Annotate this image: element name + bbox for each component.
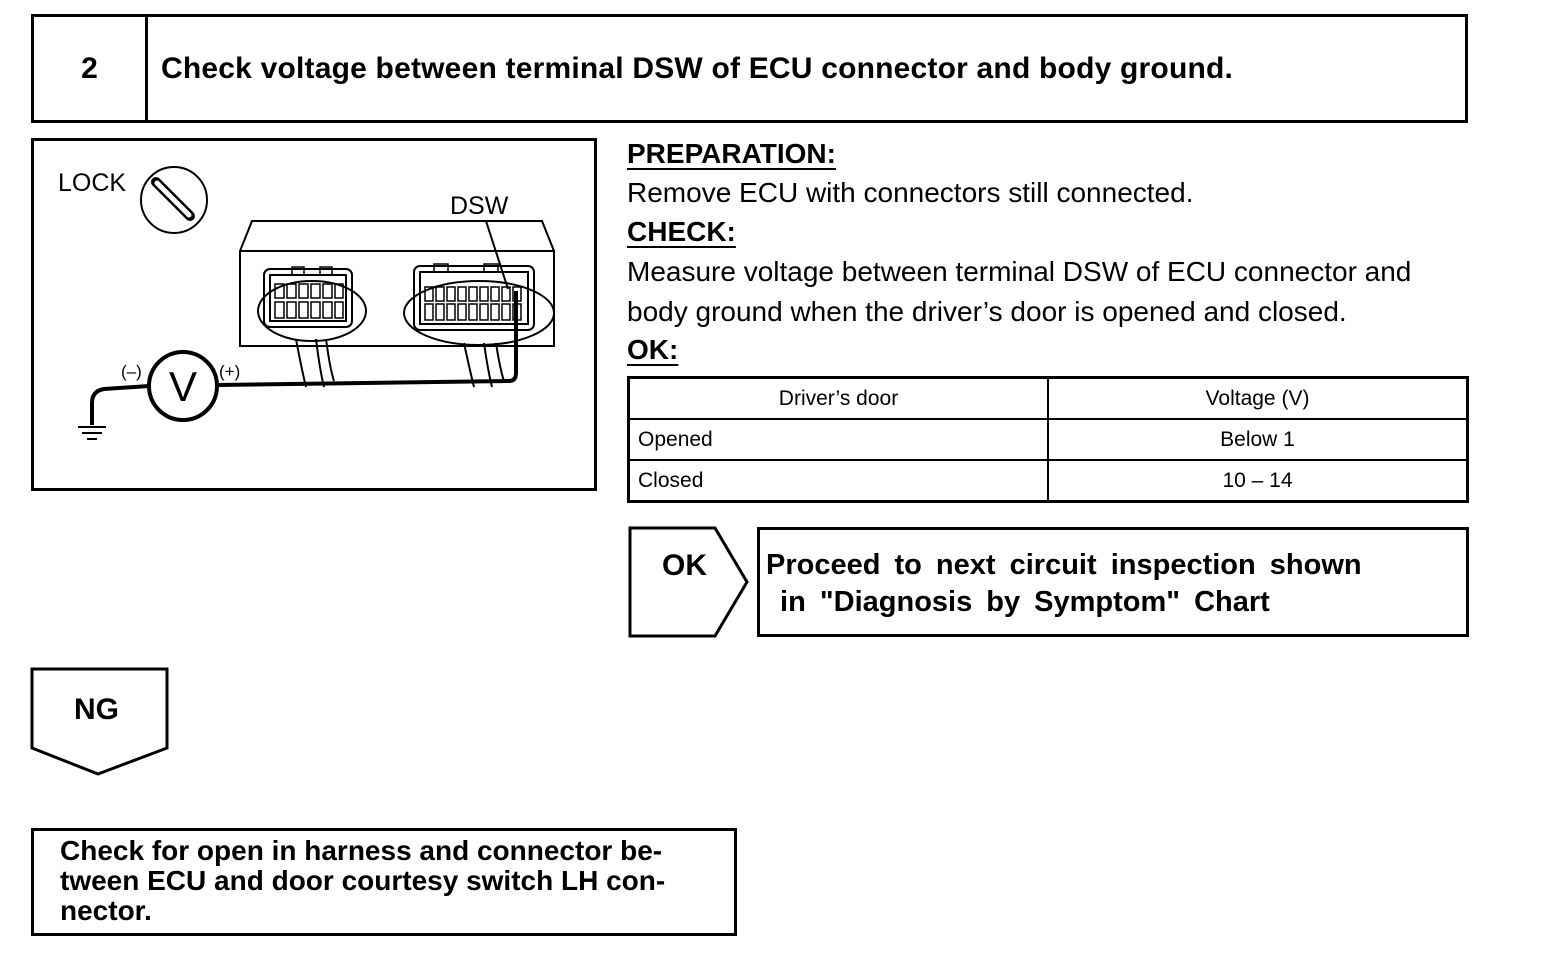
preparation-text: Remove ECU with connectors still connect… bbox=[627, 177, 1194, 208]
check-text-line1: Measure voltage between terminal DSW of … bbox=[627, 256, 1412, 287]
ok-result-box bbox=[757, 527, 1469, 637]
ng-result-line1: Check for open in harness and connector … bbox=[60, 835, 663, 866]
ok-arrow-icon bbox=[628, 526, 749, 638]
minus-label: (–) bbox=[121, 362, 142, 381]
cell-voltage: 10 – 14 bbox=[1047, 459, 1469, 503]
ng-arrow-icon bbox=[30, 667, 169, 776]
ecu-connector-left bbox=[257, 266, 367, 388]
ignition-lock-icon bbox=[140, 166, 208, 234]
ok-result-line1: Proceed to next circuit inspection shown bbox=[766, 549, 1362, 581]
connector-diagram-graphic: V LOCK DSW (–) (+) bbox=[58, 166, 555, 440]
wiring-diagram: V LOCK DSW (–) (+) bbox=[31, 138, 597, 491]
column-header-voltage: Voltage (V) bbox=[1047, 376, 1469, 420]
ok-result-line2: in "Diagnosis by Symptom" Chart bbox=[766, 586, 1270, 618]
ok-heading: OK: bbox=[627, 334, 679, 365]
step-header: 2 Check voltage between terminal DSW of … bbox=[31, 14, 1468, 123]
positive-probe-wire bbox=[217, 291, 518, 387]
table-header-row: Driver’s door Voltage (V) bbox=[627, 376, 1469, 420]
plus-label: (+) bbox=[219, 362, 240, 381]
ground-symbol-icon bbox=[78, 426, 106, 440]
ng-result-text: Check for open in harness and connector … bbox=[60, 836, 665, 926]
table-row: Closed 10 – 14 bbox=[627, 459, 1469, 503]
ok-label: OK bbox=[662, 549, 707, 582]
check-text-line2: body ground when the driver’s door is op… bbox=[627, 296, 1347, 327]
ng-result-line3: nector. bbox=[60, 895, 152, 926]
cell-door-state: Closed bbox=[627, 459, 1049, 503]
dsw-leader-line bbox=[485, 220, 509, 290]
check-heading: CHECK: bbox=[627, 216, 736, 247]
ng-result-line2: tween ECU and door courtesy switch LH co… bbox=[60, 865, 666, 896]
ng-label: NG bbox=[74, 693, 119, 726]
preparation-heading: PREPARATION: bbox=[627, 138, 836, 169]
step-number: 2 bbox=[34, 17, 148, 120]
table-row: Opened Below 1 bbox=[627, 418, 1469, 461]
ok-spec-table: Driver’s door Voltage (V) Opened Below 1… bbox=[627, 376, 1469, 503]
ecu-connector-right bbox=[403, 263, 555, 388]
cell-door-state: Opened bbox=[627, 418, 1049, 461]
negative-probe-wire bbox=[90, 384, 150, 425]
voltmeter-symbol: V bbox=[169, 363, 197, 410]
dsw-label: DSW bbox=[450, 192, 509, 220]
ng-result-box bbox=[31, 828, 737, 936]
cell-voltage: Below 1 bbox=[1047, 418, 1469, 461]
ok-result-text: Proceed to next circuit inspection shown… bbox=[766, 547, 1362, 621]
step-title: Check voltage between terminal DSW of EC… bbox=[161, 51, 1234, 85]
lock-label: LOCK bbox=[58, 169, 126, 197]
column-header-door: Driver’s door bbox=[627, 376, 1049, 420]
